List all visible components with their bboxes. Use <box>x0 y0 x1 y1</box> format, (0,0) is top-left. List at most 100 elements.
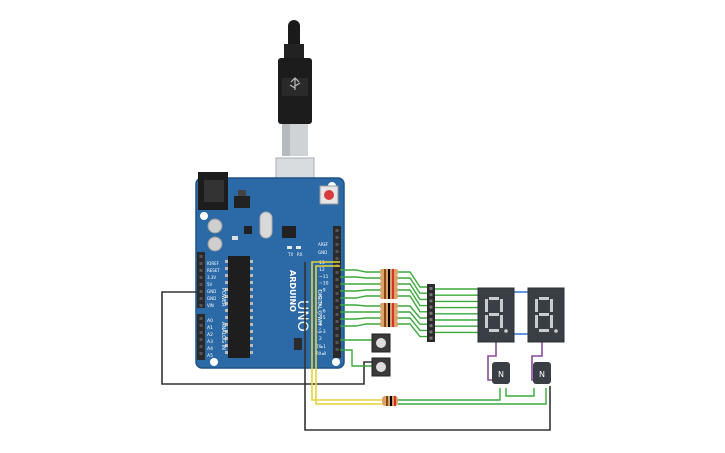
mcu-pin <box>225 288 228 291</box>
wire-base-2[interactable] <box>398 388 547 405</box>
resistor[interactable] <box>380 287 398 293</box>
wire-purple-1[interactable] <box>487 342 497 381</box>
power-pin-label: IOREF <box>207 261 220 266</box>
power-pin-label: VIN <box>207 303 214 308</box>
header-hole <box>199 283 203 286</box>
wire-base-1[interactable] <box>398 388 501 401</box>
push-button[interactable] <box>371 333 391 353</box>
aref-label: AREF <box>318 242 329 247</box>
header-hole <box>335 250 339 253</box>
model-text: UNO <box>294 300 310 332</box>
display-segment <box>500 315 503 328</box>
display-segment <box>489 313 499 316</box>
wire-segment-signal[interactable] <box>340 276 380 279</box>
wire-segment-signal[interactable] <box>340 269 380 273</box>
tx-label: TX <box>287 252 293 257</box>
npn-transistor[interactable]: N <box>533 362 551 384</box>
wire-emitters[interactable] <box>505 388 535 397</box>
wire-button-2[interactable] <box>340 349 372 367</box>
wire-segment-signal[interactable] <box>340 317 380 320</box>
arduino-uno-board[interactable]: TX RX ARDUINO UNO DIGITAL (PWM ~) POWER … <box>195 172 345 369</box>
wire-segment-signal[interactable] <box>340 304 380 307</box>
connector-hole <box>429 318 433 321</box>
power-pin-label: 3.3V <box>207 275 216 280</box>
display-segment <box>489 329 499 332</box>
resistor[interactable] <box>380 309 398 315</box>
wire-resistor-connector[interactable] <box>398 323 428 338</box>
analog-pin-label: A5 <box>207 353 213 359</box>
connector-hole <box>429 336 433 340</box>
usb-symbol-icon <box>289 77 301 90</box>
resistor[interactable] <box>380 269 398 275</box>
display-decimal-point <box>554 329 558 333</box>
header-hole <box>199 276 203 279</box>
header-hole <box>199 255 203 258</box>
wire-gnd-bottom[interactable] <box>304 262 551 431</box>
resistor[interactable] <box>380 293 398 299</box>
transistor-label: N <box>539 370 545 379</box>
wire-resistor-connector[interactable] <box>398 311 428 325</box>
display-segment <box>535 299 538 312</box>
wire-resistor-connector[interactable] <box>398 289 428 307</box>
digital-pin-label: 4 <box>319 322 322 328</box>
wire-gnd-left[interactable] <box>161 291 372 385</box>
header-hole <box>335 306 339 309</box>
power-pin-label: GND <box>207 296 216 301</box>
resistor[interactable] <box>380 281 398 287</box>
wire-segment-signal[interactable] <box>340 323 380 327</box>
seven-segment-display[interactable] <box>527 287 565 343</box>
brand-logo-text: ARDUINO <box>288 270 297 312</box>
wire-resistor-connector[interactable] <box>398 277 428 294</box>
digital-pin-label: ~5 <box>319 315 326 321</box>
mcu-pin <box>225 302 228 305</box>
connector-hole <box>429 299 433 303</box>
resistor[interactable] <box>380 275 398 281</box>
mcu-pin <box>225 309 228 312</box>
header-hole <box>199 297 203 300</box>
wire-resistor-connector[interactable] <box>398 283 428 301</box>
display-segment <box>550 299 553 312</box>
mcu-pin <box>225 267 228 270</box>
capacitor <box>207 236 223 252</box>
display-segment <box>485 315 488 328</box>
header-hole <box>199 331 203 334</box>
icsp-header <box>294 338 302 350</box>
wire-yellow-2[interactable] <box>315 265 382 405</box>
digital-pin-label: 13 <box>319 260 325 266</box>
wire-resistor-connector[interactable] <box>398 305 428 319</box>
digital-pin-label: ~10 <box>319 281 329 287</box>
mounting-hole <box>200 212 208 220</box>
npn-transistor[interactable]: N <box>492 362 510 384</box>
resistor[interactable] <box>380 315 398 321</box>
header-hole <box>199 262 203 265</box>
wire-segment-signal[interactable] <box>340 289 380 292</box>
wire-resistor-connector[interactable] <box>398 271 428 288</box>
tx-pin-label: TX▸1 <box>315 344 326 349</box>
display-segment <box>550 315 553 328</box>
wire-resistor-connector[interactable] <box>398 317 428 332</box>
power-pin-label: 5V <box>207 282 213 287</box>
wire-yellow-1[interactable] <box>311 261 382 401</box>
analog-header <box>197 314 205 360</box>
resistor[interactable] <box>380 321 398 327</box>
mcu-pin <box>250 295 253 298</box>
push-button[interactable] <box>371 357 391 377</box>
wire-segment-signal[interactable] <box>340 295 380 299</box>
wire-resistor-connector[interactable] <box>398 295 428 313</box>
display-segment <box>489 297 499 300</box>
tx-led <box>287 246 292 249</box>
mcu-pin <box>225 344 228 347</box>
digital-header-label: DIGITAL (PWM ~) <box>316 290 322 333</box>
digital-pin-label: 7 <box>319 301 322 307</box>
header-hole <box>199 317 203 320</box>
mounting-hole <box>332 358 340 366</box>
header-hole <box>199 290 203 293</box>
seven-segment-display[interactable] <box>477 287 515 343</box>
mcu-pin <box>250 323 253 326</box>
voltage-regulator <box>234 196 250 208</box>
mcu-pin <box>250 274 253 277</box>
mcu-pin <box>250 288 253 291</box>
mcu-pin <box>250 337 253 340</box>
resistor[interactable] <box>382 396 398 406</box>
resistor[interactable] <box>380 303 398 309</box>
